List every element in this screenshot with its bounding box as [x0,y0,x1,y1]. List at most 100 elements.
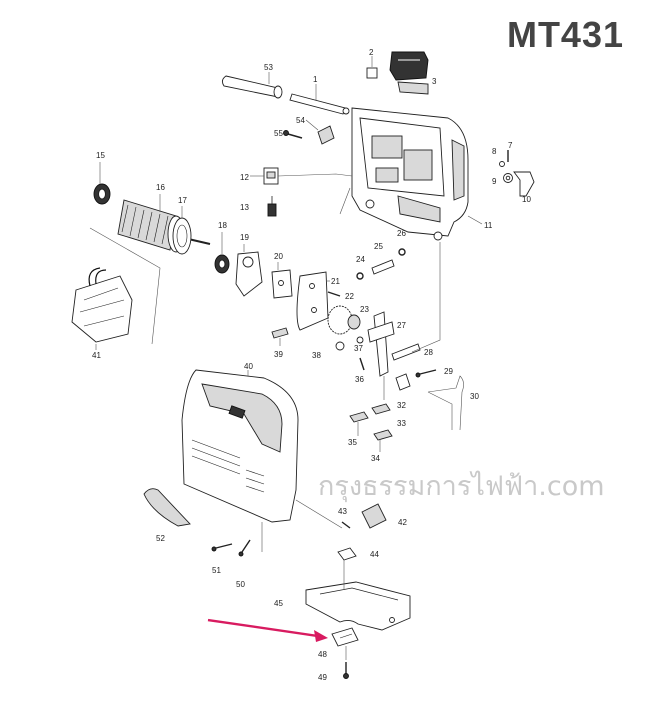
label-15: 15 [96,151,105,160]
part-17-fan [172,217,192,255]
part-45-base-plate [305,581,411,631]
part-18-bearing [214,254,230,274]
part-16-armature [117,199,211,253]
label-27: 27 [397,321,406,330]
label-23: 23 [360,305,369,314]
label-43: 43 [338,507,347,516]
label-55: 55 [274,129,283,138]
label-32: 32 [397,401,406,410]
label-30: 30 [470,392,479,401]
part-51-screw [211,543,233,552]
label-11: 11 [484,221,493,230]
part-52-cover [143,488,191,527]
part-41-field-coil [71,267,133,343]
label-21: 21 [331,277,340,286]
part-35-pad [349,411,369,423]
label-33: 33 [397,419,406,428]
label-12: 12 [240,173,249,182]
part-32-roller [395,373,411,391]
part-24-o-ring [356,272,364,280]
label-20: 20 [274,252,283,261]
label-9: 9 [492,177,497,186]
part-53-grip [221,75,283,99]
label-1: 1 [313,75,318,84]
part-2-switch-cap [366,67,378,79]
part-27-plunger [367,311,395,377]
label-13: 13 [240,203,249,212]
part-34-pad [373,429,393,441]
label-45: 45 [274,599,283,608]
part-26-o-ring [398,248,406,256]
label-24: 24 [356,255,365,264]
label-3: 3 [432,77,437,86]
label-28: 28 [424,348,433,357]
label-52: 52 [156,534,165,543]
part-49-screw [343,662,349,679]
part-21-guide-plate [296,271,329,331]
label-25: 25 [374,242,383,251]
label-16: 16 [156,183,165,192]
part-13-carbon-brush [267,196,277,217]
part-48-guide-bracket [331,627,359,647]
label-10: 10 [522,195,531,204]
part-20-plate [271,269,293,299]
label-35: 35 [348,438,357,447]
label-38: 38 [312,351,321,360]
label-17: 17 [178,196,187,205]
label-39: 39 [274,350,283,359]
part-15-bearing [93,183,111,205]
label-40: 40 [244,362,253,371]
watermark-text: กรุงธรรมการไฟฟ้า.com [318,471,605,502]
part-25-slider [371,259,395,275]
part-43-pin [341,521,351,529]
part-number-labels: 53 1 2 3 54 55 7 8 9 10 11 12 13 15 16 1… [92,48,531,682]
label-37: 37 [354,344,363,353]
part-28-bar [391,343,421,361]
part-23-gear [327,305,361,335]
label-54: 54 [296,116,305,125]
part-22-pin [327,291,341,297]
part-50-screw [238,539,251,557]
part-37-washer [356,336,364,344]
part-1-rod [289,93,350,115]
part-54-clamp [317,125,335,145]
part-8-ring [499,161,505,167]
model-title: MT431 [506,14,624,55]
part-9-washer [503,173,513,183]
label-44: 44 [370,550,379,559]
part-36-screw [359,357,365,371]
label-49: 49 [318,673,327,682]
label-53: 53 [264,63,273,72]
label-36: 36 [355,375,364,384]
label-51: 51 [212,566,221,575]
part-12-brush-holder [263,167,279,185]
part-38-nut [335,341,345,351]
label-48: 48 [318,650,327,659]
part-11-motor-housing [351,107,469,241]
label-7: 7 [508,141,513,150]
label-41: 41 [92,351,101,360]
label-42: 42 [398,518,407,527]
part-10-lever [513,171,535,197]
label-34: 34 [371,454,380,463]
label-18: 18 [218,221,227,230]
part-3-switch [389,51,429,95]
part-40-motor-housing [181,369,299,523]
label-50: 50 [236,580,245,589]
part-44-plate [337,547,357,561]
part-19-bearing-box [235,251,263,297]
label-26: 26 [397,229,406,238]
label-19: 19 [240,233,249,242]
part-39-clip [271,327,289,339]
part-42-lever [361,503,387,529]
label-8: 8 [492,147,497,156]
part-29-screw [415,369,437,378]
label-22: 22 [345,292,354,301]
highlight-arrow [207,618,328,642]
part-30-spring [427,375,464,431]
part-55-screw [283,130,303,139]
part-33-pad [371,403,391,415]
label-2: 2 [369,48,374,57]
label-29: 29 [444,367,453,376]
